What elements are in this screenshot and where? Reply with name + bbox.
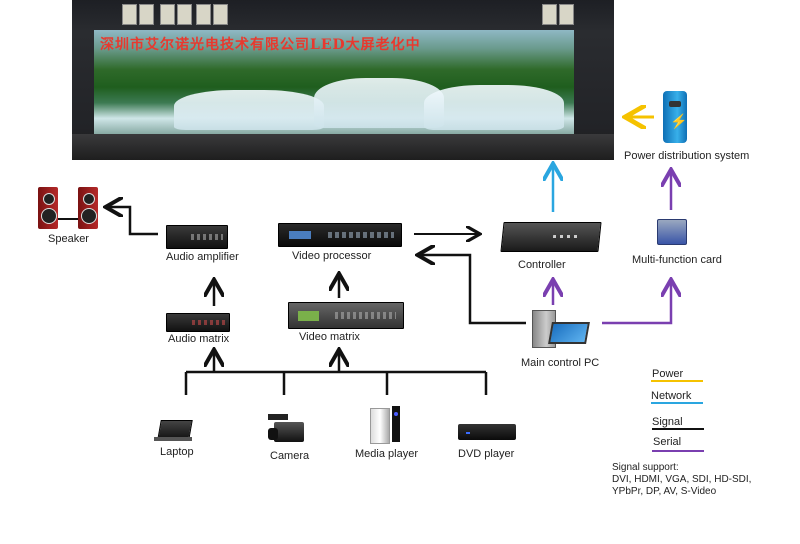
signal-bus (184, 370, 488, 395)
signal-support-line2: YPbPr, DP, AV, S-Video (612, 486, 717, 497)
power-distribution-icon: ⚡ (663, 91, 687, 143)
window-decor (559, 4, 574, 25)
dvd-player-icon (458, 424, 516, 440)
media-player-label: Media player (355, 448, 418, 460)
laptop-base (154, 437, 192, 441)
audio-amplifier-label: Audio amplifier (166, 251, 239, 263)
media-player-icon (370, 408, 390, 444)
window-decor (196, 4, 211, 25)
legend-serial-line (652, 450, 704, 452)
speaker-right-icon (78, 187, 98, 229)
audio-amplifier-icon (166, 225, 228, 249)
multi-function-card-icon (657, 219, 687, 245)
multi-function-card-label: Multi-function card (632, 254, 722, 266)
window-decor (139, 4, 154, 25)
led-display-photo: 深圳市艾尔诺光电技术有限公司LED大屏老化中 (72, 0, 614, 160)
controller-label: Controller (518, 259, 566, 271)
laptop-label: Laptop (160, 446, 194, 458)
waterfall (314, 78, 444, 128)
signal-pc-to-processor (420, 255, 526, 325)
video-matrix-icon (288, 302, 404, 329)
camera-icon (268, 414, 312, 444)
waterfall (174, 90, 324, 130)
legend-network-line (651, 402, 703, 404)
signal-support-line1: DVI, HDMI, VGA, SDI, HD-SDI, (612, 474, 752, 485)
legend-power-line (651, 380, 703, 382)
led-banner-text: 深圳市艾尔诺光电技术有限公司LED大屏老化中 (100, 37, 421, 53)
dvd-player-label: DVD player (458, 448, 515, 460)
controller-icon (500, 222, 602, 252)
window-decor (122, 4, 137, 25)
signal-amp-to-speaker (108, 207, 158, 236)
video-processor-icon (278, 223, 402, 247)
legend-power-label: Power (652, 368, 684, 380)
main-control-pc-label: Main control PC (521, 357, 600, 369)
window-decor (542, 4, 557, 25)
serial-pc-to-card (602, 282, 671, 325)
audio-matrix-label: Audio matrix (168, 333, 230, 345)
window-decor (160, 4, 175, 25)
speaker-left-icon (38, 187, 58, 229)
audio-matrix-icon (166, 313, 230, 332)
power-distribution-label: Power distribution system (624, 150, 750, 162)
media-player-remote (392, 406, 400, 442)
window-decor (213, 4, 228, 25)
legend-serial-label: Serial (653, 436, 682, 448)
legend-signal-line (652, 428, 704, 430)
waterfall (424, 85, 564, 130)
video-processor-label: Video processor (292, 250, 372, 262)
floor (72, 134, 614, 160)
pc-laptop-icon (548, 322, 590, 344)
legend-network-label: Network (651, 390, 692, 402)
signal-support: Signal support: DVI, HDMI, VGA, SDI, HD-… (612, 462, 751, 498)
legend-signal-label: Signal (652, 416, 683, 428)
video-matrix-label: Video matrix (299, 331, 360, 343)
lightning-icon: ⚡ (670, 113, 688, 129)
speaker-label: Speaker (48, 233, 89, 245)
led-screen: 深圳市艾尔诺光电技术有限公司LED大屏老化中 (94, 30, 574, 134)
signal-support-title: Signal support: (612, 462, 679, 473)
camera-label: Camera (270, 450, 310, 462)
window-decor (177, 4, 192, 25)
